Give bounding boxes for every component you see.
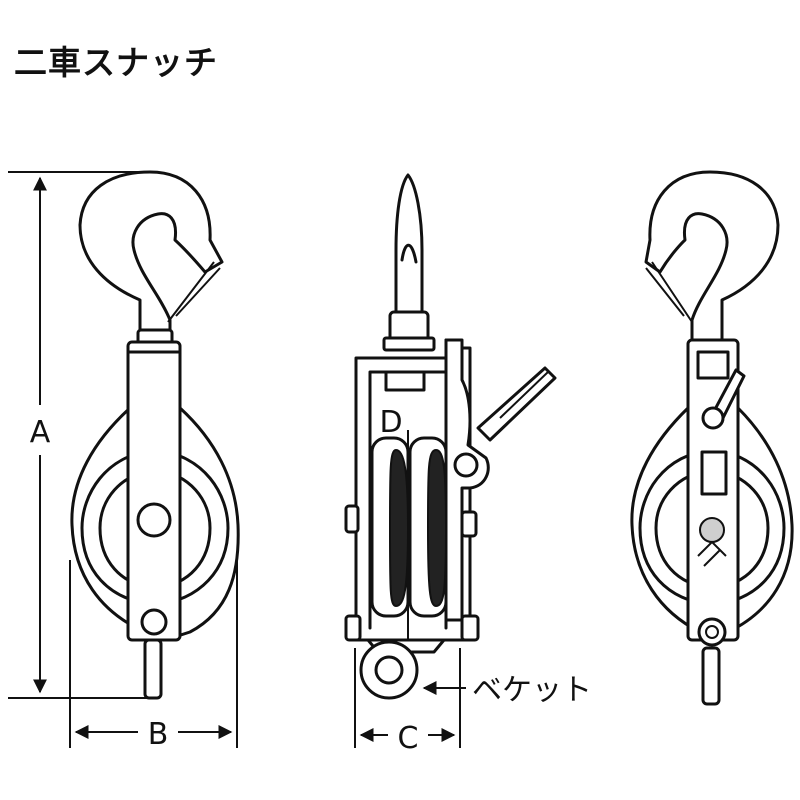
label-b: B <box>148 717 169 752</box>
front-center-strap <box>126 340 182 642</box>
side-view: D <box>344 173 557 700</box>
side-hook <box>394 173 424 342</box>
dimension-b: B <box>69 560 238 752</box>
rear-view <box>630 170 794 706</box>
front-hook-latch <box>167 261 221 323</box>
rear-bottom-bolt <box>697 617 727 647</box>
dimension-c: C <box>354 648 461 756</box>
label-d: D <box>379 405 402 440</box>
dimension-a: A <box>8 171 150 699</box>
label-c: C <box>398 721 419 756</box>
rear-hook <box>644 170 780 342</box>
front-view <box>70 170 240 700</box>
becket-callout: ベケット <box>422 673 592 708</box>
side-gate <box>444 338 490 622</box>
diagram-title: 二車スナッチ <box>14 43 218 82</box>
label-becket: ベケット <box>472 673 592 708</box>
front-hook <box>78 170 224 342</box>
front-center-pin <box>136 502 172 538</box>
front-bottom-bolt <box>140 608 168 636</box>
label-a: A <box>30 415 51 450</box>
